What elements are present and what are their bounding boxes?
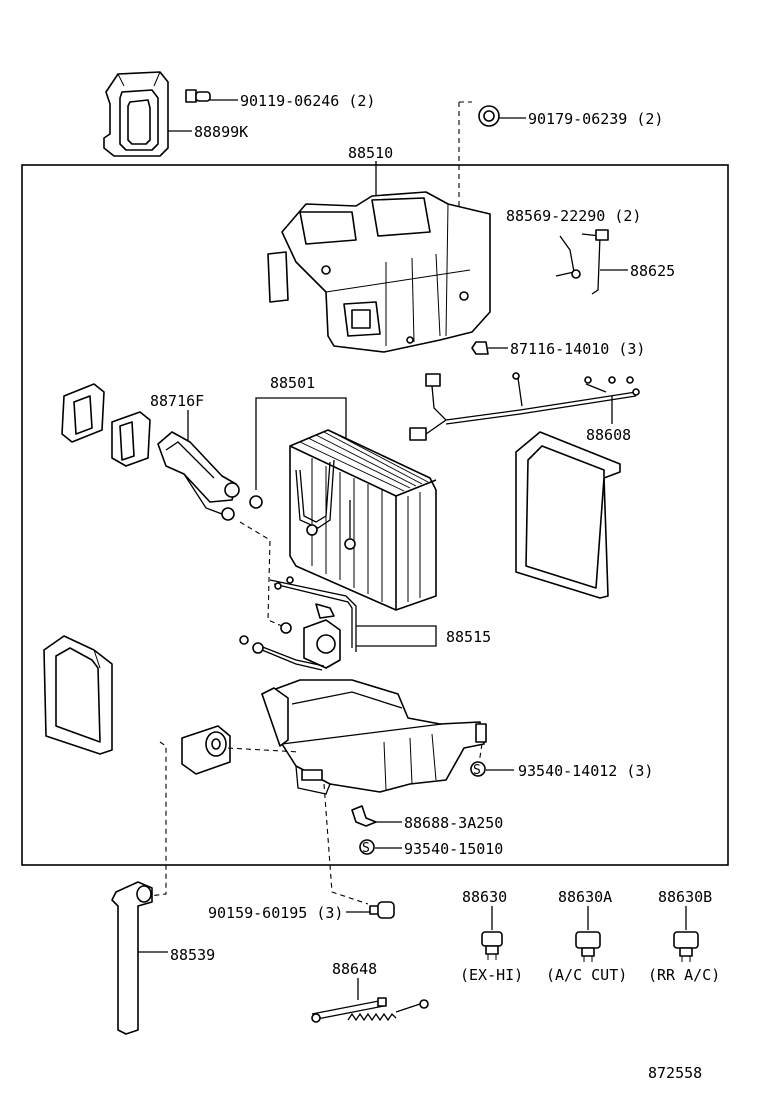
callout-88510: 88510 <box>348 144 393 162</box>
callout-88630: 88630 <box>462 888 507 906</box>
callout-88501: 88501 <box>270 374 315 392</box>
assembly-frame <box>21 164 729 866</box>
part-88630-relay[interactable] <box>481 931 503 960</box>
subtitle-88630A: (A/C CUT) <box>546 966 627 984</box>
drawing-number: 872558 <box>648 1064 702 1082</box>
callout-87116: 87116-14010 (3) <box>510 340 645 358</box>
part-90179-nut[interactable] <box>478 105 500 127</box>
callout-88716F: 88716F <box>150 392 204 410</box>
callout-88630A: 88630A <box>558 888 612 906</box>
part-upper-case[interactable] <box>267 191 491 353</box>
callout-93540-14012: 93540-14012 (3) <box>518 762 653 780</box>
part-88625-bracket[interactable] <box>555 229 609 295</box>
part-air-filter-frame[interactable] <box>515 431 621 599</box>
svg-text:S: S <box>473 763 481 778</box>
callout-88539: 88539 <box>170 946 215 964</box>
part-88630B-relay[interactable] <box>673 931 699 962</box>
part-88630A-relay[interactable] <box>575 931 601 962</box>
callout-88648: 88648 <box>332 960 377 978</box>
part-88648-spring-set[interactable] <box>311 997 429 1023</box>
part-88515-expansion-valve[interactable] <box>239 576 357 671</box>
part-93540-14012-screw[interactable]: S <box>470 761 486 778</box>
part-87116-clip[interactable] <box>471 341 489 355</box>
subtitle-88630: (EX-HI) <box>460 966 523 984</box>
callout-88625: 88625 <box>630 262 675 280</box>
part-88716F-seals[interactable] <box>61 383 240 521</box>
part-seal-frame-left[interactable] <box>43 635 113 755</box>
callout-88630B: 88630B <box>658 888 712 906</box>
subtitle-88630B: (RR A/C) <box>648 966 720 984</box>
part-88501-evaporator[interactable] <box>289 429 437 611</box>
callout-90179: 90179-06239 (2) <box>528 110 663 128</box>
part-88899K-gasket[interactable] <box>103 71 169 157</box>
part-88539-drain-hose[interactable] <box>111 881 153 1035</box>
part-90159-screw[interactable] <box>369 901 395 919</box>
part-93540-15010-screw[interactable]: S <box>359 839 375 856</box>
callout-88688: 88688-3A250 <box>404 814 503 832</box>
part-88608-wire-harness[interactable] <box>409 372 640 441</box>
svg-text:S: S <box>362 841 370 856</box>
callout-88569: 88569-22290 (2) <box>506 207 641 225</box>
callout-90119: 90119-06246 (2) <box>240 92 375 110</box>
callout-93540-15010: 93540-15010 <box>404 840 503 858</box>
callout-90159: 90159-60195 (3) <box>208 904 343 922</box>
callout-88515: 88515 <box>446 628 491 646</box>
part-cylinder-damper[interactable] <box>181 725 231 775</box>
part-88688-clip[interactable] <box>351 805 377 827</box>
part-lower-case[interactable] <box>261 679 487 795</box>
callout-88899K: 88899K <box>194 123 248 141</box>
part-90119-screw[interactable] <box>185 89 211 103</box>
callout-88608: 88608 <box>586 426 631 444</box>
